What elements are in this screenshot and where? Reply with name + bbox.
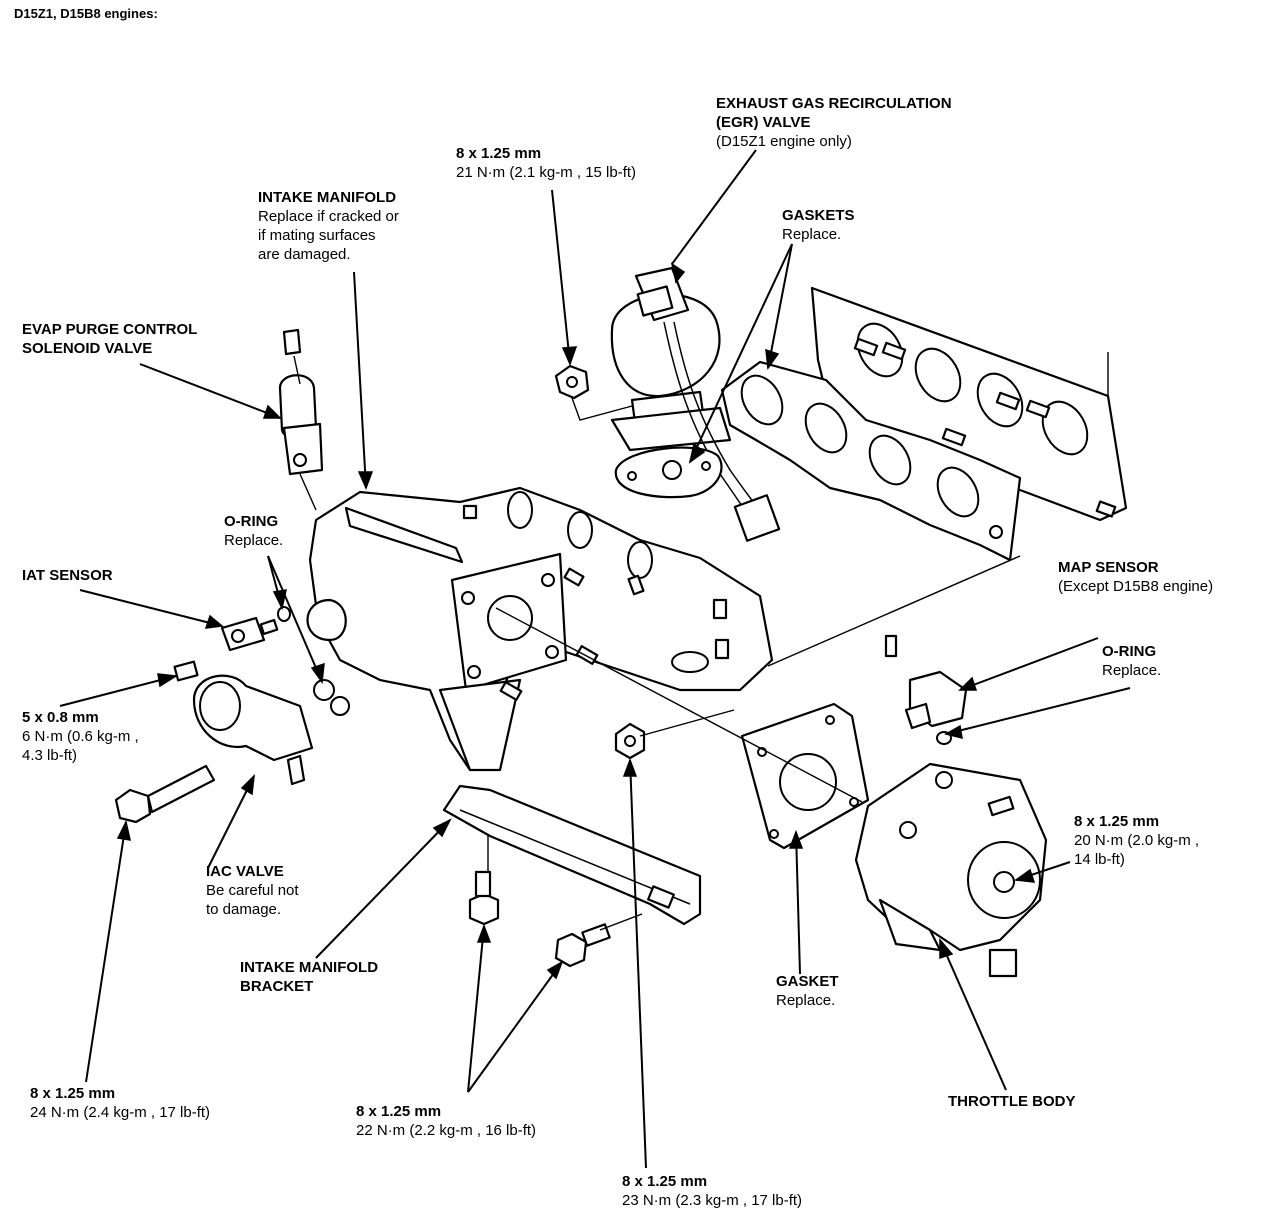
bracket-bolts — [468, 870, 611, 968]
label-bolt-throttle: 8 x 1.25 mm 20 N·m (2.0 kg-m , 14 lb-ft) — [1074, 812, 1199, 869]
label-evap-valve: EVAP PURGE CONTROL SOLENOID VALVE — [22, 320, 197, 358]
page-title: D15Z1, D15B8 engines: — [14, 4, 158, 23]
label-oring-left: O-RING Replace. — [224, 512, 283, 550]
label-iac-valve-line1: IAC VALVE — [206, 863, 284, 880]
label-gaskets: GASKETS Replace. — [782, 206, 855, 244]
label-map-sensor-line1: MAP SENSOR — [1058, 559, 1159, 576]
label-bolt-iat-line2: 6 N·m (0.6 kg-m , — [22, 728, 139, 745]
label-gaskets-line2: Replace. — [782, 226, 842, 243]
iac-valve — [173, 660, 314, 786]
label-bolt-nut: 8 x 1.25 mm 23 N·m (2.3 kg-m , 17 lb-ft) — [622, 1172, 802, 1210]
egr-nut — [554, 364, 590, 400]
manifold-gasket — [720, 360, 1022, 562]
leader-arrowheads — [116, 262, 1036, 980]
iac-bolt — [114, 764, 216, 824]
egr-valve — [610, 266, 781, 542]
label-egr-valve-line2: (EGR) VALVE — [716, 114, 811, 131]
label-oring-left-line1: O-RING — [224, 513, 279, 530]
label-egr-valve: EXHAUST GAS RECIRCULATION (EGR) VALVE (D… — [716, 94, 952, 151]
label-bolt-bracket-line2: 22 N·m (2.2 kg-m , 16 lb-ft) — [356, 1122, 537, 1139]
label-gasket-tb-line1: GASKET — [776, 973, 839, 990]
label-intake-manifold: INTAKE MANIFOLD Replace if cracked or if… — [258, 188, 399, 264]
label-throttle-body-line1: THROTTLE BODY — [948, 1093, 1076, 1110]
label-bolt-egr-line1: 8 x 1.25 mm — [456, 145, 542, 162]
cylinder-head-flange — [810, 286, 1128, 522]
label-intake-manifold-line1: INTAKE MANIFOLD — [258, 189, 397, 206]
label-egr-valve-line1: EXHAUST GAS RECIRCULATION — [716, 95, 952, 112]
assembly-lines — [293, 355, 1021, 931]
label-egr-valve-line3: (D15Z1 engine only) — [716, 133, 852, 150]
egr-gasket — [614, 446, 723, 499]
label-oring-right-line1: O-RING — [1102, 643, 1157, 660]
page-title-text: D15Z1, D15B8 engines: — [14, 6, 158, 21]
label-oring-right-line2: Replace. — [1102, 662, 1162, 679]
label-iat-sensor: IAT SENSOR — [22, 566, 113, 585]
label-map-sensor-line2: (Except D15B8 engine) — [1058, 578, 1214, 595]
label-bolt-iac-line1: 8 x 1.25 mm — [30, 1085, 116, 1102]
label-intake-manifold-line4: are damaged. — [258, 246, 351, 263]
label-bolt-throttle-line3: 14 lb-ft) — [1074, 851, 1125, 868]
manifold-nut — [614, 722, 646, 760]
label-bolt-nut-line1: 8 x 1.25 mm — [622, 1173, 708, 1190]
label-bolt-throttle-line2: 20 N·m (2.0 kg-m , — [1074, 832, 1200, 849]
label-oring-left-line2: Replace. — [224, 532, 284, 549]
label-bolt-iac: 8 x 1.25 mm 24 N·m (2.4 kg-m , 17 lb-ft) — [30, 1084, 210, 1122]
label-intake-manifold-line2: Replace if cracked or — [258, 208, 399, 225]
evap-purge-solenoid — [278, 328, 324, 476]
label-bolt-nut-line2: 23 N·m (2.3 kg-m , 17 lb-ft) — [622, 1192, 803, 1209]
label-bolt-bracket-line1: 8 x 1.25 mm — [356, 1103, 442, 1120]
label-bolt-iat-line3: 4.3 lb-ft) — [22, 747, 78, 764]
label-bolt-egr-line2: 21 N·m (2.1 kg-m , 15 lb-ft) — [456, 164, 637, 181]
label-iac-valve-line3: to damage. — [206, 901, 282, 918]
throttle-body-gasket — [740, 702, 870, 850]
label-bolt-egr: 8 x 1.25 mm 21 N·m (2.1 kg-m , 15 lb-ft) — [456, 144, 636, 182]
iat-sensor — [220, 616, 279, 652]
label-bracket-line1: INTAKE MANIFOLD — [240, 959, 379, 976]
label-oring-right: O-RING Replace. — [1102, 642, 1161, 680]
label-bracket-line2: BRACKET — [240, 978, 314, 995]
throttle-body — [854, 762, 1048, 978]
label-bolt-iat: 5 x 0.8 mm 6 N·m (0.6 kg-m , 4.3 lb-ft) — [22, 708, 139, 765]
label-intake-manifold-line3: if mating surfaces — [258, 227, 376, 244]
label-map-sensor: MAP SENSOR (Except D15B8 engine) — [1058, 558, 1213, 596]
label-evap-valve-line1: EVAP PURGE CONTROL — [22, 321, 198, 338]
label-bracket: INTAKE MANIFOLD BRACKET — [240, 958, 378, 996]
label-iat-sensor-line1: IAT SENSOR — [22, 567, 113, 584]
label-bolt-iac-line2: 24 N·m (2.4 kg-m , 17 lb-ft) — [30, 1104, 211, 1121]
label-bolt-iat-line1: 5 x 0.8 mm — [22, 709, 99, 726]
label-bolt-throttle-line1: 8 x 1.25 mm — [1074, 813, 1160, 830]
leader-lines — [59, 149, 1131, 1169]
label-iac-valve-line2: Be careful not — [206, 882, 299, 899]
map-sensor — [884, 634, 968, 745]
label-bolt-bracket: 8 x 1.25 mm 22 N·m (2.2 kg-m , 16 lb-ft) — [356, 1102, 536, 1140]
label-gaskets-line1: GASKETS — [782, 207, 855, 224]
label-evap-valve-line2: SOLENOID VALVE — [22, 340, 153, 357]
label-iac-valve: IAC VALVE Be careful not to damage. — [206, 862, 299, 919]
label-throttle-body: THROTTLE BODY — [948, 1092, 1076, 1111]
o-rings-left — [277, 606, 350, 716]
intake-manifold — [306, 486, 774, 772]
label-gasket-tb: GASKET Replace. — [776, 972, 839, 1010]
label-gasket-tb-line2: Replace. — [776, 992, 836, 1009]
